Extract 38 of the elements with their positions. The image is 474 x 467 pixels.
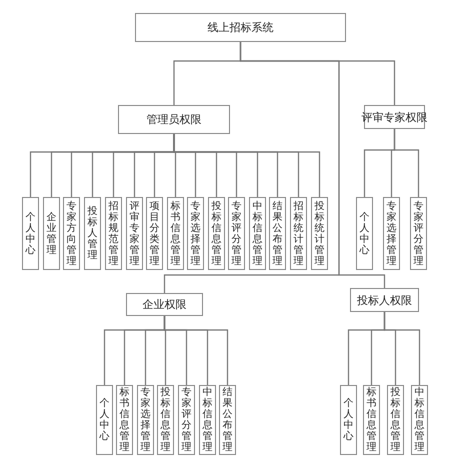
function-box: 投标信息管理 — [208, 197, 225, 270]
function-box: 个人中心 — [356, 197, 373, 270]
role-box: 评审专家权限 — [364, 105, 425, 129]
function-box: 专家选择管理 — [137, 385, 154, 455]
function-box: 中标信息管理 — [249, 197, 266, 270]
connector-line — [164, 316, 228, 385]
function-box: 项目分类管理 — [146, 197, 163, 270]
function-box: 投标统计管理 — [311, 197, 328, 270]
connector-line — [394, 129, 420, 197]
connector-line — [240, 42, 386, 288]
function-box: 投标信息管理 — [387, 385, 404, 455]
function-box: 投标信息管理 — [157, 385, 174, 455]
function-box: 招标规范管理 — [105, 197, 122, 270]
function-box: 招标统计管理 — [290, 197, 307, 270]
function-box: 专家方向管理 — [63, 197, 80, 270]
function-box: 专家评分管理 — [410, 197, 427, 270]
function-box: 企业管理 — [43, 197, 60, 270]
function-box: 标书信息管理 — [167, 197, 184, 270]
function-box: 评审专家管理 — [126, 197, 143, 270]
function-box: 中标信息管理 — [411, 385, 428, 455]
function-box: 个人中心 — [22, 197, 39, 270]
function-box: 专家选择管理 — [383, 197, 400, 270]
role-box: 投标人权限 — [350, 288, 419, 312]
role-box: 管理员权限 — [118, 105, 230, 134]
function-box: 专家选择管理 — [187, 197, 204, 270]
function-box: 标书信息管理 — [363, 385, 380, 455]
connector-line — [384, 312, 420, 385]
function-box: 专家评分管理 — [178, 385, 195, 455]
function-box: 标书信息管理 — [116, 385, 133, 455]
function-box: 专家评分管理 — [228, 197, 245, 270]
function-box: 结果公布管理 — [269, 197, 286, 270]
role-box: 企业权限 — [126, 293, 203, 316]
function-box: 个人中心 — [96, 385, 113, 455]
system-box: 线上招标系统 — [135, 13, 346, 42]
function-box: 个人中心 — [340, 385, 357, 455]
function-box: 投标人管理 — [84, 197, 101, 270]
function-box: 结果公布管理 — [219, 385, 236, 455]
function-box: 中标信息管理 — [199, 385, 216, 455]
